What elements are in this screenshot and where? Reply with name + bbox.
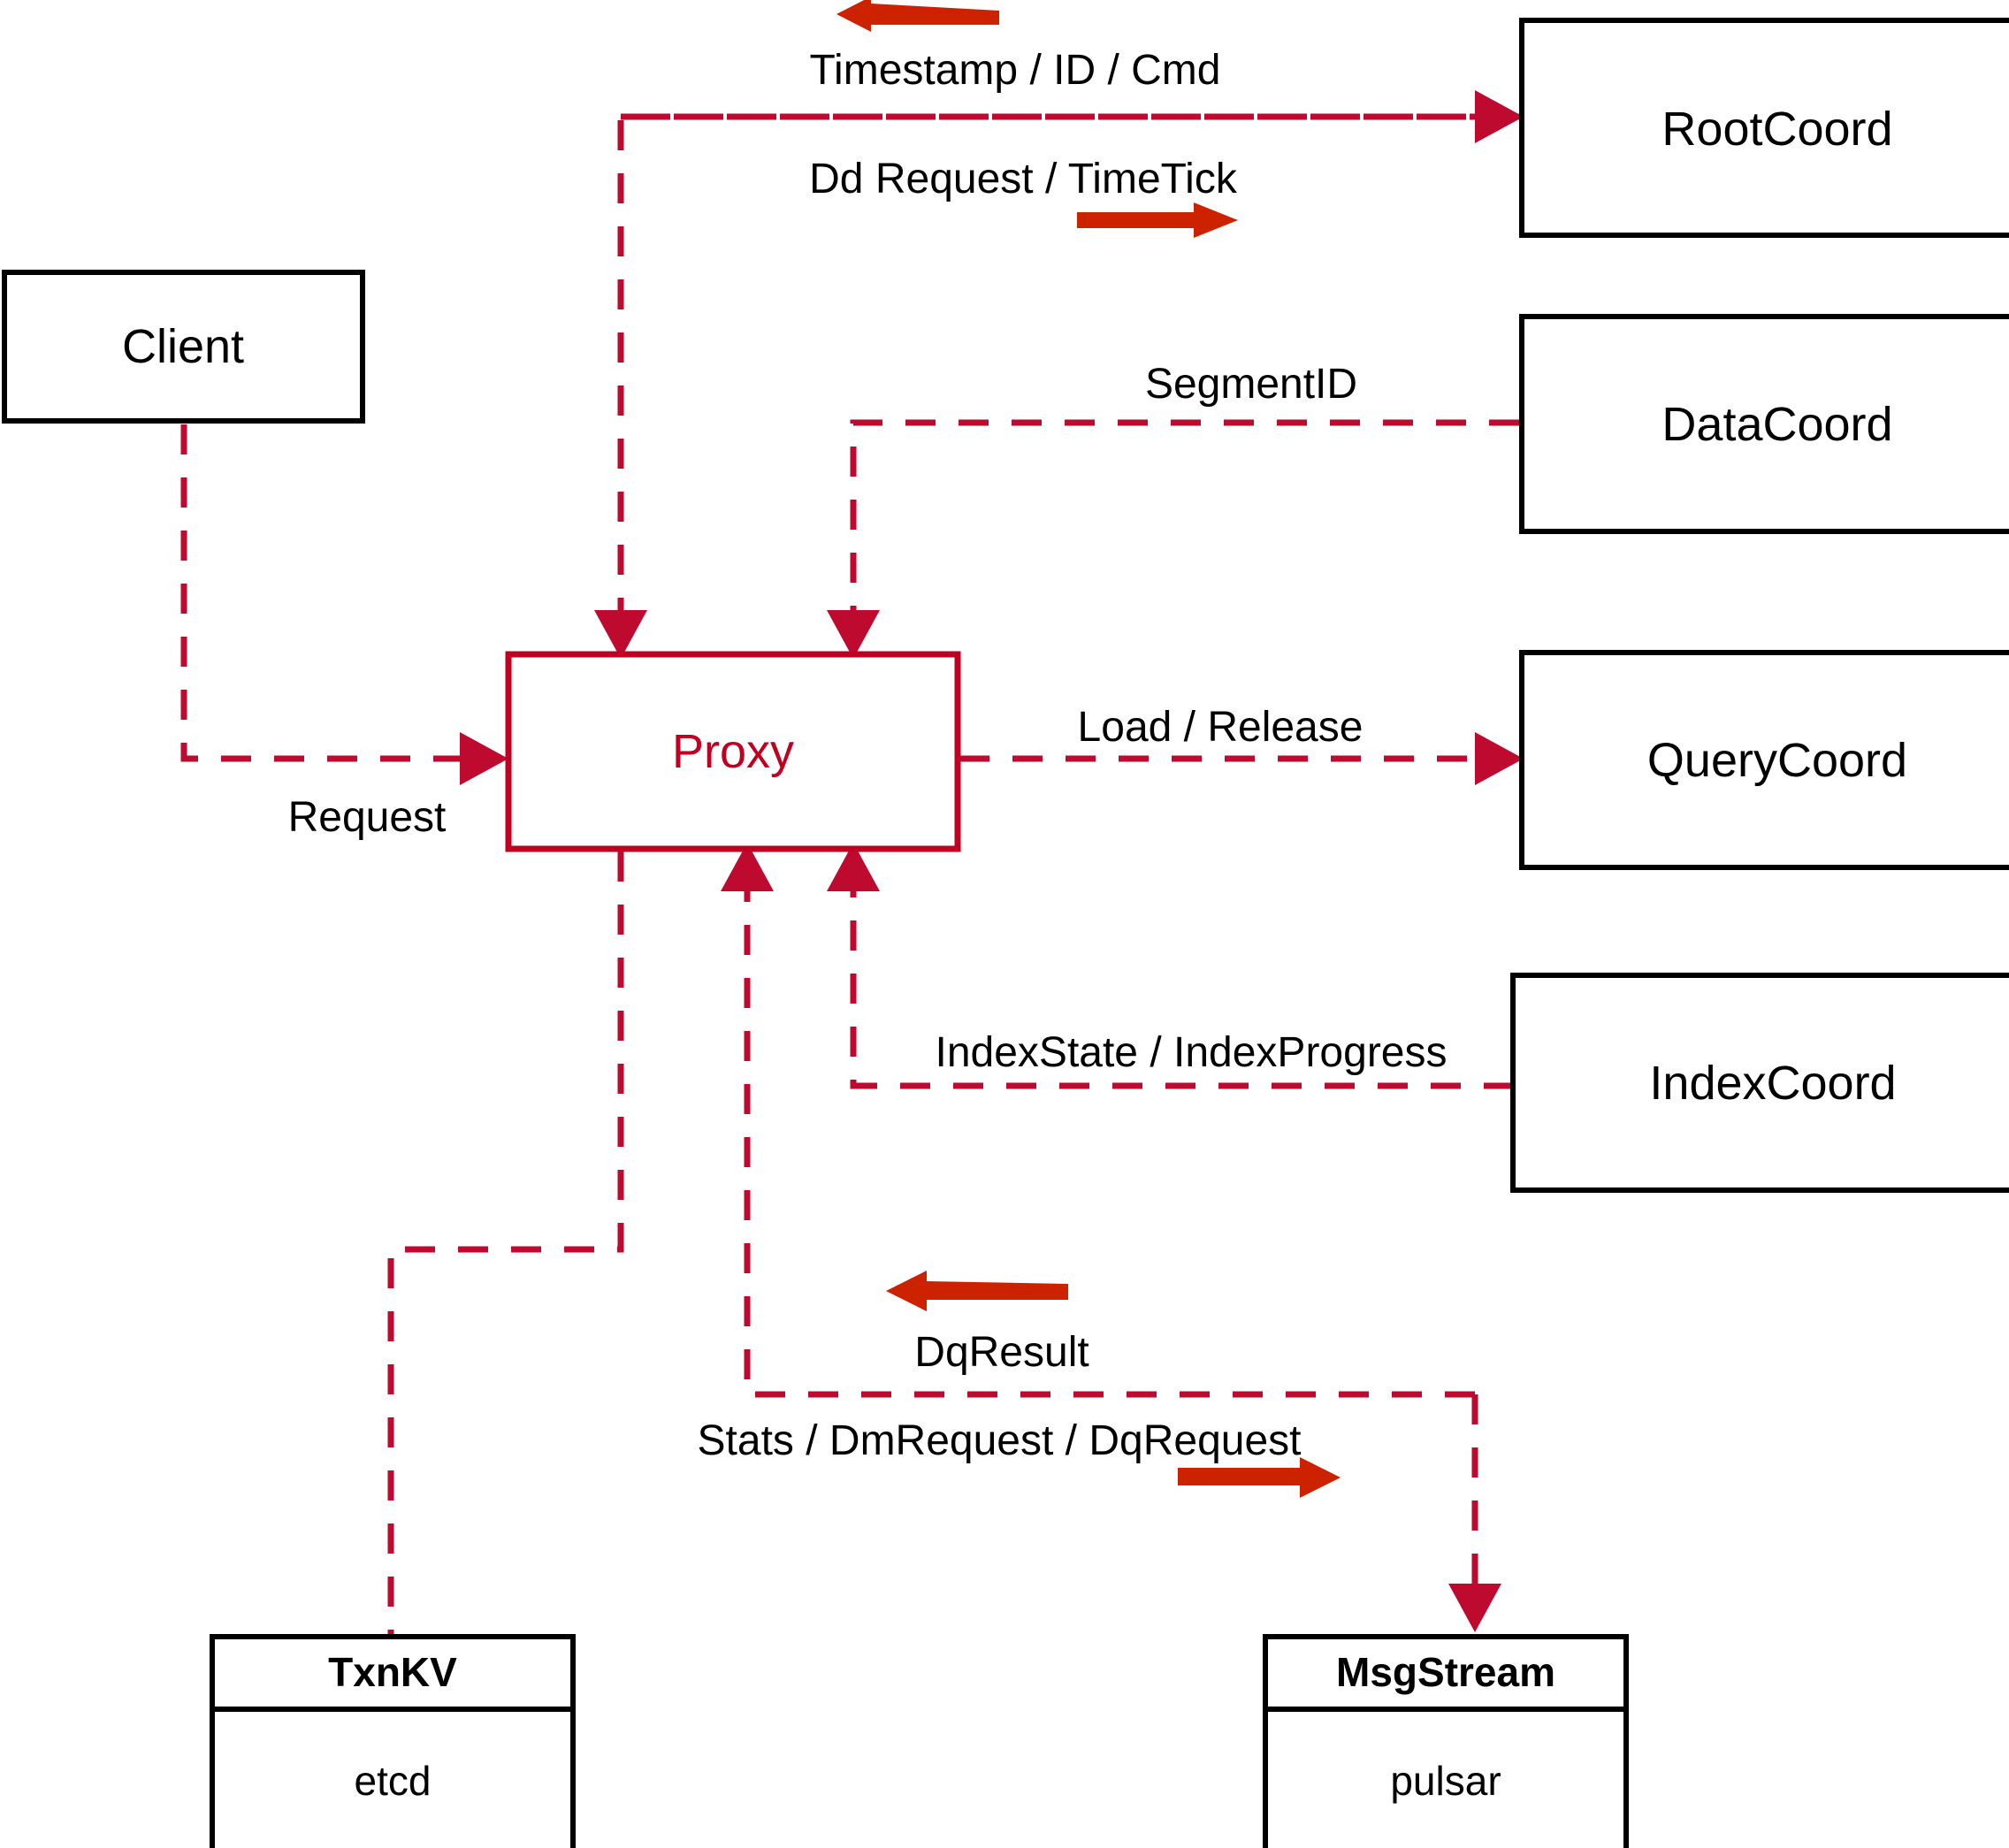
node-proxy[interactable] bbox=[505, 651, 961, 852]
node-indexcoord-label: IndexCoord bbox=[1649, 1057, 1896, 1110]
node-indexcoord[interactable] bbox=[1510, 973, 2009, 1193]
node-txnkv-title: TxnKV bbox=[328, 1649, 457, 1695]
node-txnkv[interactable] bbox=[210, 1634, 576, 1848]
arrow-left-icon-dqresult bbox=[886, 1271, 1068, 1311]
edge-label-timestamp-id-cmd: Timestamp / ID / Cmd bbox=[810, 47, 1221, 94]
edge-proxy-to-rootcoord bbox=[621, 90, 1524, 143]
edge-label-dqresult: DqResult bbox=[914, 1329, 1089, 1376]
node-querycoord[interactable] bbox=[1519, 650, 2009, 870]
node-msgstream[interactable] bbox=[1263, 1634, 1629, 1848]
arrow-right-icon-dqrequest bbox=[1178, 1457, 1341, 1498]
edge-label-load-release: Load / Release bbox=[1078, 704, 1364, 751]
node-datacoord[interactable] bbox=[1519, 314, 2009, 534]
edge-label-dd-request-timetick: Dd Request / TimeTick bbox=[809, 156, 1238, 202]
node-msgstream-title: MsgStream bbox=[1336, 1649, 1555, 1695]
node-client[interactable] bbox=[2, 270, 365, 424]
edge-msgstream-to-proxy bbox=[721, 843, 1475, 1398]
edge-label-indexstate-indexprogress: IndexState / IndexProgress bbox=[936, 1029, 1448, 1076]
node-rootcoord[interactable] bbox=[1519, 18, 2009, 238]
node-msgstream-impl: pulsar bbox=[1390, 1758, 1501, 1804]
node-datacoord-label: DataCoord bbox=[1661, 398, 1892, 451]
edge-client-to-proxy bbox=[180, 424, 508, 785]
edge-label-segmentid: SegmentID bbox=[1145, 361, 1357, 408]
edge-indexcoord-to-proxy bbox=[827, 843, 1514, 1089]
node-rootcoord-label: RootCoord bbox=[1661, 103, 1892, 156]
node-querycoord-label: QueryCoord bbox=[1647, 734, 1907, 787]
node-proxy-label: Proxy bbox=[672, 725, 794, 778]
edge-proxy-to-querycoord bbox=[959, 732, 1524, 785]
node-txnkv-impl: etcd bbox=[355, 1758, 432, 1804]
edge-rootcoord-to-proxy bbox=[594, 113, 1519, 659]
edge-label-request: Request bbox=[288, 794, 447, 841]
node-client-label: Client bbox=[122, 320, 244, 373]
edge-datacoord-to-proxy bbox=[827, 419, 1519, 659]
edge-label-stats-dmrequest-dqrequest: Stats / DmRequest / DqRequest bbox=[698, 1417, 1302, 1464]
arrow-left-icon-timestamp bbox=[836, 0, 999, 32]
edge-proxy-to-msgstream bbox=[1448, 1394, 1501, 1632]
arrow-right-icon-ddrequest bbox=[1077, 202, 1238, 238]
edge-proxy-to-txnkv bbox=[387, 851, 624, 1634]
